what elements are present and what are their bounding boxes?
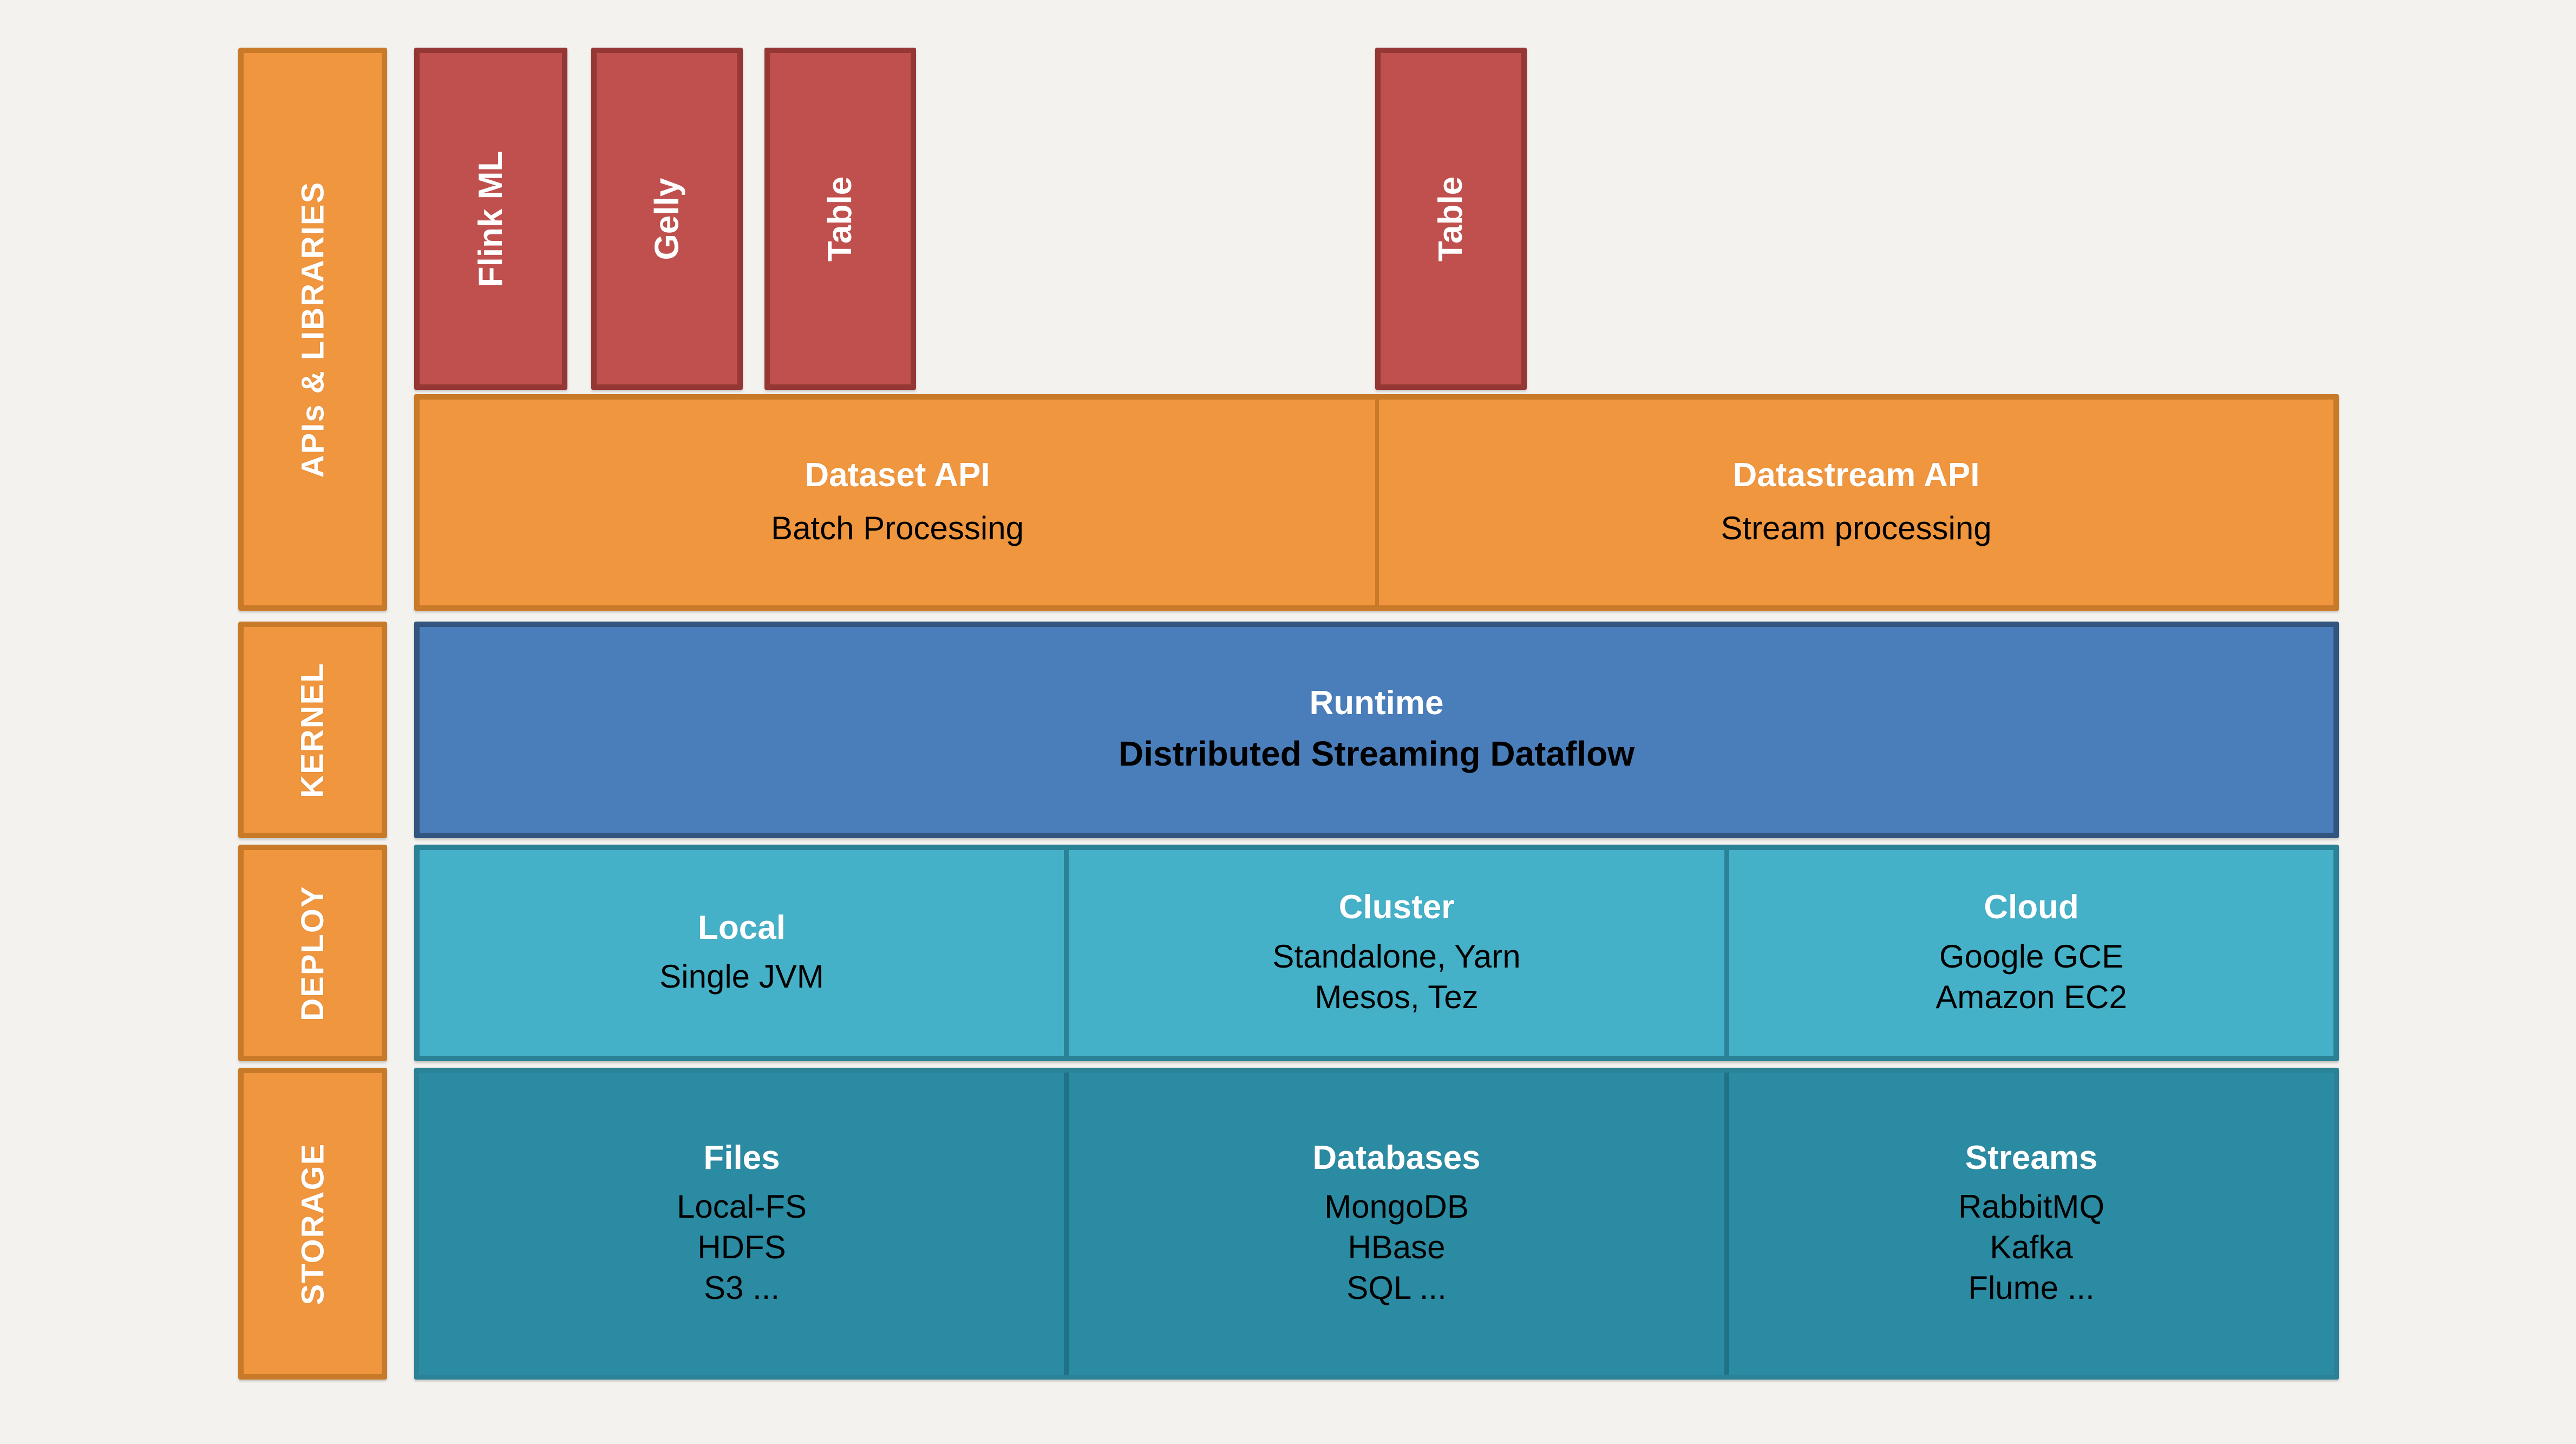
deploy-cell-cluster-title: Cluster [1338,888,1455,926]
layer-label-storage-text: STORAGE [295,1142,331,1305]
deploy-cell-cluster[interactable]: Cluster Standalone, Yarn Mesos, Tez [1064,850,1724,1056]
library-box-table-batch-label: Table [821,176,859,262]
storage-cell-streams-line-2: Kafka [1990,1229,2073,1266]
deploy-cell-local[interactable]: Local Single JVM [420,850,1064,1056]
storage-row: Files Local-FS HDFS S3 ... Databases Mon… [414,1068,2339,1380]
library-box-flink-ml[interactable]: Flink ML [414,48,567,390]
api-cell-datastream-subtitle: Stream processing [1721,510,1992,547]
library-box-table-stream[interactable]: Table [1375,48,1527,390]
layer-label-deploy-text: DEPLOY [295,885,330,1021]
deploy-cell-cloud-line-1: Google GCE [1939,938,2124,975]
kernel-row[interactable]: Runtime Distributed Streaming Dataflow [414,622,2339,838]
library-box-table-batch[interactable]: Table [764,48,916,390]
layer-label-kernel-text: KERNEL [295,662,330,798]
layer-label-kernel: KERNEL [238,622,387,838]
api-cell-dataset-subtitle: Batch Processing [771,510,1024,547]
storage-cell-files-line-3: S3 ... [703,1270,780,1306]
layer-label-storage: STORAGE [238,1068,387,1380]
kernel-title: Runtime [1309,684,1444,722]
storage-cell-databases-title: Databases [1312,1139,1481,1177]
storage-cell-streams-line-1: RabbitMQ [1958,1188,2105,1225]
library-box-gelly[interactable]: Gelly [591,48,743,390]
deploy-cell-cloud[interactable]: Cloud Google GCE Amazon EC2 [1724,850,2333,1056]
api-cell-dataset[interactable]: Dataset API Batch Processing [420,400,1375,605]
storage-cell-databases-line-3: SQL ... [1346,1270,1447,1306]
api-cell-datastream-title: Datastream API [1732,456,1980,494]
storage-cell-files-line-1: Local-FS [676,1188,807,1225]
storage-cell-files-title: Files [703,1139,780,1177]
storage-cell-streams[interactable]: Streams RabbitMQ Kafka Flume ... [1724,1073,2333,1375]
storage-cell-databases[interactable]: Databases MongoDB HBase SQL ... [1064,1073,1724,1375]
api-cell-dataset-title: Dataset API [805,456,990,494]
storage-cell-files-line-2: HDFS [697,1229,786,1266]
layer-label-apis-text: APIs & LIBRARIES [295,181,331,478]
api-row: Dataset API Batch Processing Datastream … [414,394,2339,611]
deploy-cell-cloud-line-2: Amazon EC2 [1936,978,2127,1015]
deploy-cell-cluster-line-2: Mesos, Tez [1315,978,1479,1015]
deploy-cell-cluster-line-1: Standalone, Yarn [1272,938,1521,975]
deploy-row: Local Single JVM Cluster Standalone, Yar… [414,845,2339,1061]
library-box-table-stream-label: Table [1432,176,1470,262]
deploy-cell-cloud-title: Cloud [1984,888,2079,926]
storage-cell-streams-title: Streams [1965,1139,2098,1177]
library-box-gelly-label: Gelly [648,178,686,260]
storage-cell-databases-line-1: MongoDB [1324,1188,1469,1225]
kernel-subtitle: Distributed Streaming Dataflow [1119,734,1634,773]
layer-label-deploy: DEPLOY [238,845,387,1061]
api-cell-datastream[interactable]: Datastream API Stream processing [1375,400,2333,605]
deploy-cell-local-title: Local [698,909,786,946]
storage-cell-files[interactable]: Files Local-FS HDFS S3 ... [420,1073,1064,1375]
deploy-cell-local-line-1: Single JVM [659,958,824,995]
layer-label-apis: APIs & LIBRARIES [238,48,387,611]
storage-cell-databases-line-2: HBase [1348,1229,1446,1266]
library-box-flink-ml-label: Flink ML [472,151,509,287]
storage-cell-streams-line-3: Flume ... [1968,1270,2095,1306]
